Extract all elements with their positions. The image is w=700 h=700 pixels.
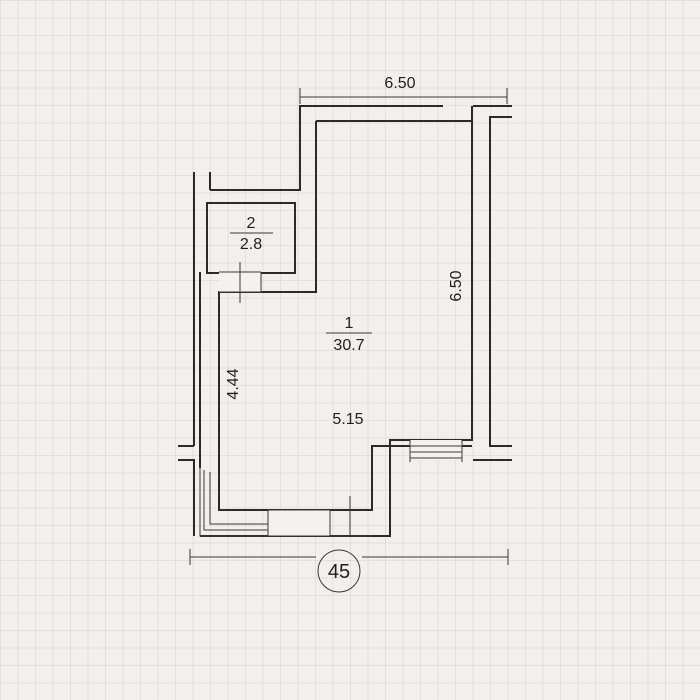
dimension-bottom bbox=[189, 549, 509, 565]
room-2-area: 2.8 bbox=[240, 236, 262, 253]
room-1-number: 1 bbox=[345, 315, 354, 332]
top-dimension-label: 6.50 bbox=[384, 75, 415, 92]
interior-dimension-label: 5.15 bbox=[332, 411, 363, 428]
openings bbox=[199, 262, 463, 537]
room-1-area: 30.7 bbox=[333, 337, 364, 354]
left-dimension-label: 4.44 bbox=[225, 368, 242, 399]
neighbor-wall bbox=[473, 105, 512, 461]
room-2-number: 2 bbox=[247, 215, 256, 232]
room-1-walls bbox=[178, 105, 473, 537]
plan-marker-number: 45 bbox=[328, 561, 350, 583]
right-dimension-label: 6.50 bbox=[448, 270, 465, 301]
plan-marker-circle bbox=[317, 549, 361, 593]
dimension-top bbox=[299, 88, 508, 104]
